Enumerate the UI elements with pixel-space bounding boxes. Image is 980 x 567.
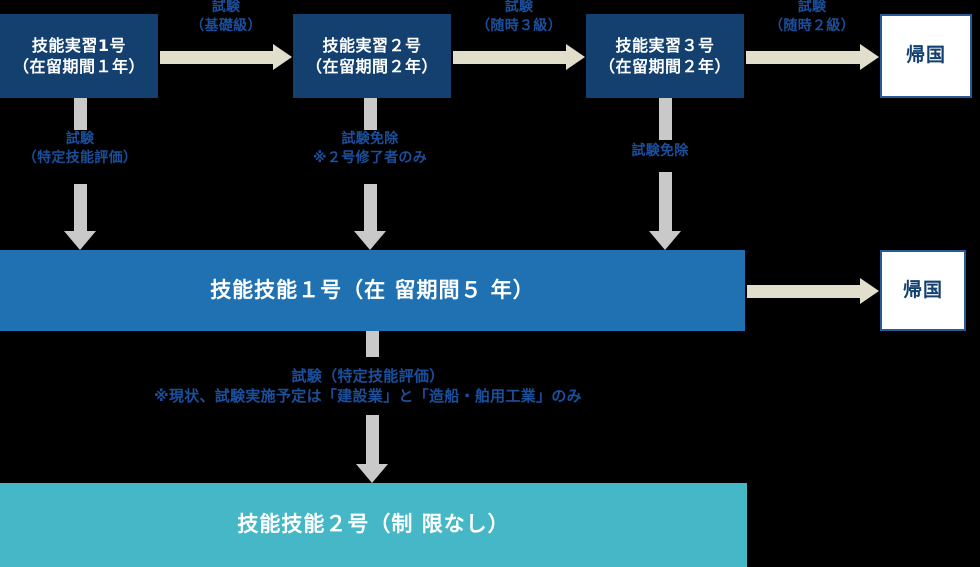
arrow-ssw1-to-ssw2	[356, 415, 388, 483]
arrow-stub-trainee1-down	[74, 98, 87, 130]
arrow-shaft	[73, 184, 87, 231]
node-ssw-2-label: 技能技能２号（制 限なし）	[237, 512, 510, 537]
arrow-shaft	[160, 50, 273, 64]
label-exam-basic: 試験 （基礎級）	[166, 0, 286, 36]
label-exam-exempt-3go: 試験免除	[585, 142, 735, 161]
label-exam-basic-line1: 試験	[211, 0, 241, 15]
node-trainee-3-line1: 技能実習３号	[615, 35, 715, 55]
label-exam-ssw-eval-1: 試験 （特定技能評価）	[0, 130, 170, 168]
node-return-top-label: 帰国	[905, 44, 946, 67]
arrow-stub-trainee3-down	[659, 98, 672, 140]
arrow-head	[860, 278, 879, 304]
node-trainee-2-line1: 技能実習２号	[322, 35, 422, 55]
arrow-trainee1-to-ssw1	[64, 184, 96, 250]
label-exam-exempt-2go: 試験免除 ※２号修了者のみ	[280, 130, 460, 168]
node-trainee-1-line1: 技能実習1号	[31, 35, 127, 55]
arrow-head	[64, 231, 96, 250]
label-exam-ssw-eval-1-line1: 試験	[65, 131, 95, 147]
label-exam-grade2-line1: 試験	[797, 0, 827, 15]
label-exam-exempt-3go-line1: 試験免除	[631, 143, 689, 159]
arrow-shaft	[453, 50, 566, 64]
label-exam-grade2-line2: （随時２級）	[769, 17, 855, 34]
arrow-stub-ssw1-down	[366, 331, 379, 357]
label-exam-basic-line2: （基礎級）	[190, 17, 262, 34]
arrow-trainee2-to-ssw1	[354, 184, 386, 250]
arrow-shaft	[363, 184, 377, 231]
arrow-ssw1-to-return	[747, 278, 879, 304]
label-exam-exempt-2go-line2: ※２号修了者のみ	[312, 149, 427, 166]
arrow-trainee3-to-return	[746, 44, 879, 70]
arrow-head	[566, 44, 585, 70]
label-exam-ssw2-eval: 試験（特定技能評価） ※現状、試験実施予定は「建設業」と「造船・舶用工業」のみ	[73, 366, 663, 407]
arrow-head	[354, 231, 386, 250]
label-exam-ssw-eval-1-line2: （特定技能評価）	[22, 149, 138, 166]
label-exam-grade2: 試験 （随時２級）	[752, 0, 872, 36]
node-trainee-3: 技能実習３号 （在留期間２年）	[586, 14, 744, 98]
node-ssw-1: 技能技能１号（在 留期間５ 年）	[0, 250, 745, 331]
arrow-head	[273, 44, 292, 70]
label-exam-grade3-line1: 試験	[504, 0, 534, 15]
arrow-stub-trainee2-down	[364, 98, 377, 130]
arrow-head	[860, 44, 879, 70]
node-trainee-1-line2: （在留期間１年）	[12, 57, 145, 76]
node-ssw-1-label: 技能技能１号（在 留期間５ 年）	[210, 277, 535, 302]
node-return-top: 帰国	[880, 14, 972, 98]
arrow-shaft	[658, 172, 672, 231]
node-trainee-1: 技能実習1号 （在留期間１年）	[0, 14, 158, 98]
label-exam-ssw2-eval-line1: 試験（特定技能評価）	[291, 367, 445, 385]
arrow-trainee3-to-ssw1	[649, 172, 681, 250]
arrow-head	[356, 464, 388, 483]
arrow-trainee1-to-trainee2	[160, 44, 292, 70]
arrow-head	[649, 231, 681, 250]
label-exam-grade3-line2: （随時３級）	[476, 17, 562, 34]
node-trainee-2: 技能実習２号 （在留期間２年）	[293, 14, 451, 98]
node-trainee-2-line2: （在留期間２年）	[305, 57, 438, 76]
arrow-shaft	[365, 415, 379, 464]
node-return-mid-label: 帰国	[902, 278, 943, 301]
arrow-shaft	[746, 50, 860, 64]
label-exam-grade3: 試験 （随時３級）	[459, 0, 579, 36]
node-ssw-2: 技能技能２号（制 限なし）	[0, 483, 747, 567]
label-exam-ssw2-eval-line2: ※現状、試験実施予定は「建設業」と「造船・舶用工業」のみ	[154, 387, 582, 406]
node-return-mid: 帰国	[880, 250, 966, 331]
node-trainee-3-line2: （在留期間２年）	[598, 57, 731, 76]
arrow-trainee2-to-trainee3	[453, 44, 585, 70]
label-exam-exempt-2go-line1: 試験免除	[341, 131, 399, 147]
arrow-shaft	[747, 284, 860, 298]
